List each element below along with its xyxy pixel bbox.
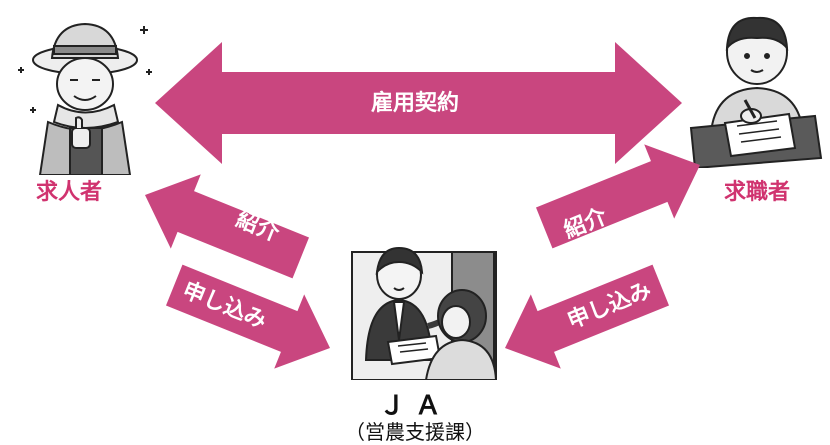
apply-right-arrow [505,264,670,369]
farmer-illustration [18,22,152,175]
ja-name: ＪＡ [378,391,451,421]
contract-arrow-label: 雇用契約 [371,90,459,116]
job-seeker-label: 求職者 [724,180,791,205]
consultation-illustration [351,246,498,380]
introduce-left-arrow [145,174,310,279]
contract-arrow [155,42,682,164]
ja-department: （営農支援課） [345,420,485,444]
introduce-right-arrow [535,144,700,249]
apply-left-arrow [165,264,330,369]
employer-label: 求人者 [36,180,103,205]
writing-person-illustration [689,16,823,168]
